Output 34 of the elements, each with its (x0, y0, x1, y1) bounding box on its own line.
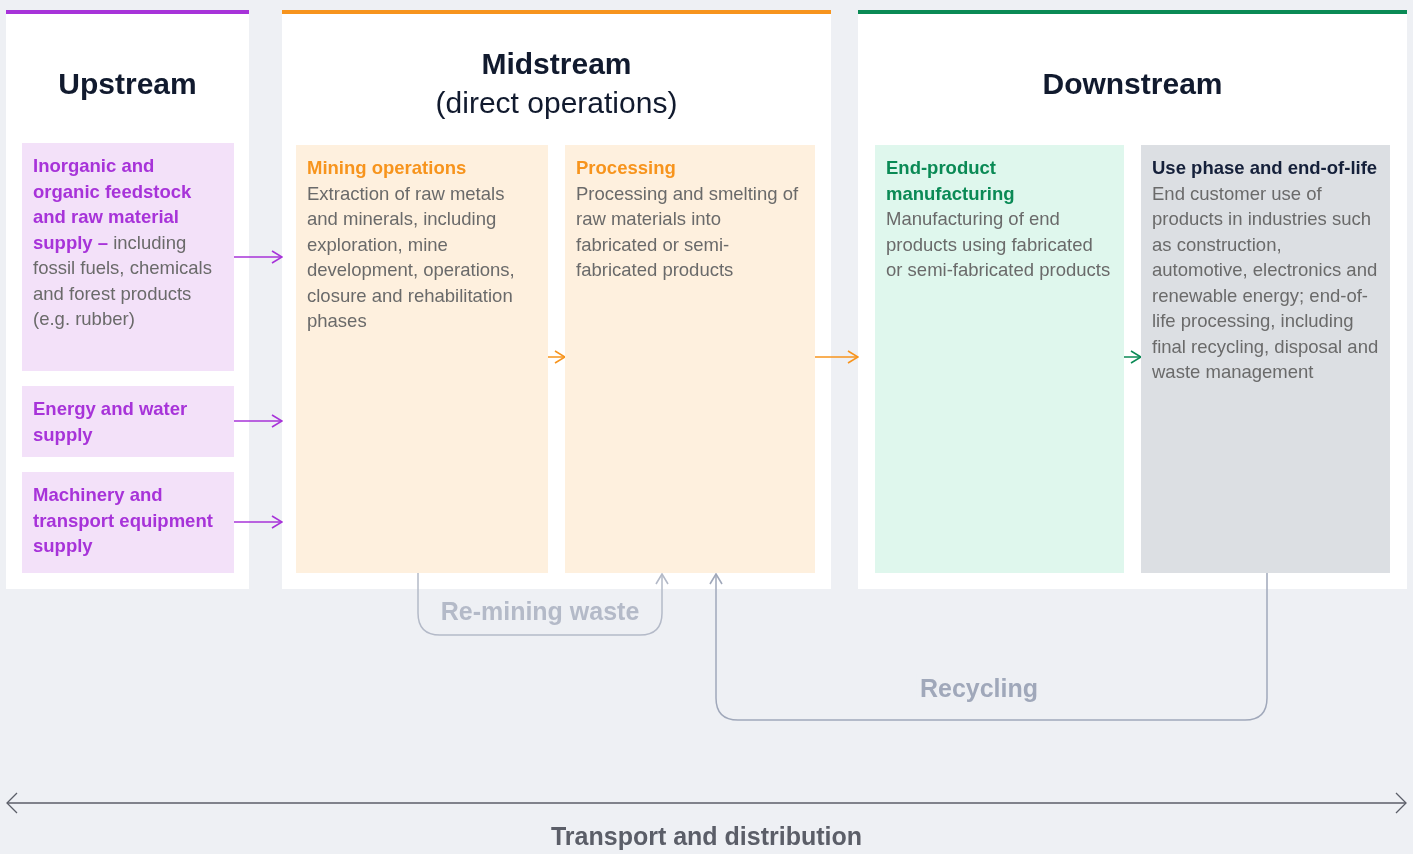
axis-label: Transport and distribution (550, 822, 863, 850)
activity-box (1141, 145, 1390, 573)
arrow (1123, 350, 1142, 364)
activity-title: Machinery and transport equipment supply (33, 483, 214, 558)
activity-box (22, 472, 234, 573)
activity-description: Extraction of raw metals and minerals, including exploration, mine development, operations, closure and rehabilitation phases (307, 181, 516, 333)
arrow (814, 350, 859, 364)
stage-heading: Midstream (481, 46, 632, 82)
activity-title: Use phase and end-of-life (1152, 156, 1379, 180)
arrow (233, 414, 283, 428)
activity-title: End-product manufacturing (886, 156, 1016, 206)
activity-box (565, 145, 815, 573)
activity-description: Inorganic and organic feedstock and raw material supply – including fossil fuels, chemicals and forest products (e.g. rubber) (33, 154, 213, 331)
activity-title: Energy and water supply (33, 397, 189, 447)
stage-heading: Downstream (1042, 66, 1223, 102)
stage-panel (6, 10, 249, 589)
activity-description: Processing and smelting of raw materials into fabricated or semi-fabricated products (576, 181, 800, 282)
activity-box (22, 386, 234, 457)
activity-description: Manufacturing of end products using fabricated or semi-fabricated products (886, 207, 1112, 282)
arrow (417, 572, 669, 636)
stage-panel (282, 10, 831, 589)
activity-description: End customer use of products in industries such as construction, automotive, electronics and renewable energy; end-of-life processing, including final recycling, disposal and waste management (1152, 181, 1379, 384)
activity-title: Mining operations (307, 156, 468, 180)
stage-panel (858, 10, 1407, 589)
arrow (547, 350, 566, 364)
activity-box (22, 143, 234, 371)
activity-box (296, 145, 548, 573)
arrow (233, 250, 283, 264)
arrow (233, 515, 283, 529)
stage-subheading: (direct operations) (435, 85, 678, 121)
activity-title: Processing (576, 156, 677, 180)
stage-heading: Upstream (58, 66, 197, 102)
arrow (709, 572, 1268, 721)
activity-box (875, 145, 1124, 573)
